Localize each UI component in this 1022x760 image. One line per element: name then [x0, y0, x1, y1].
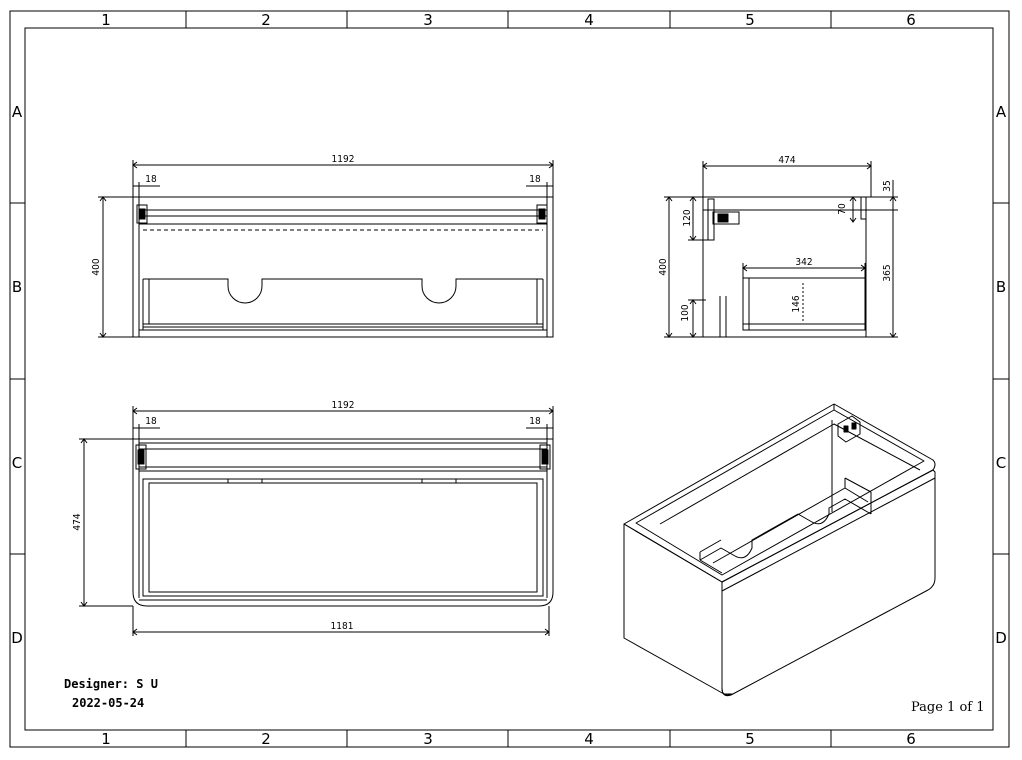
row-labels-left: A B C D [11, 103, 23, 647]
side-overall-height-dim: 400 [658, 258, 669, 275]
front-height-dim: 400 [91, 258, 102, 275]
top-depth-dim: 474 [72, 513, 83, 530]
row-label: D [11, 629, 23, 647]
column-labels-top: 1 2 3 4 5 6 [101, 11, 916, 29]
side-rail-depth-dim: 70 [837, 203, 848, 215]
designer-label: Designer: S U [64, 677, 158, 691]
page-number: Page 1 of 1 [911, 700, 985, 715]
row-label: A [12, 103, 23, 121]
drawing-date: 2022-05-24 [72, 696, 145, 710]
top-width-dim: 1192 [332, 400, 355, 411]
top-left-side-dim: 18 [145, 416, 157, 427]
top-view-dimensions: 1192 18 18 474 1181 [72, 400, 541, 632]
column-label: 5 [745, 730, 755, 748]
side-drawer-height-dim: 146 [791, 295, 802, 312]
row-label: D [995, 629, 1007, 647]
column-label: 4 [584, 730, 594, 748]
column-labels-bottom: 1 2 3 4 5 6 [101, 730, 916, 748]
column-label: 2 [261, 730, 271, 748]
side-view [664, 161, 898, 337]
top-inner-width-dim: 1181 [331, 621, 354, 632]
front-left-side-dim: 18 [145, 174, 157, 185]
side-top-offset-dim: 35 [882, 180, 893, 191]
row-label: C [996, 454, 1006, 472]
column-label: 6 [906, 730, 916, 748]
outer-frame [10, 11, 1009, 747]
top-right-side-dim: 18 [529, 416, 541, 427]
row-labels-right: A B C D [995, 103, 1007, 647]
inner-frame [25, 28, 993, 730]
column-label: 3 [423, 730, 433, 748]
column-label: 1 [101, 730, 111, 748]
column-label: 6 [906, 11, 916, 29]
front-view [98, 160, 553, 337]
front-view-dimensions: 1192 18 18 400 [91, 154, 541, 276]
front-width-dim: 1192 [332, 154, 355, 165]
column-label: 4 [584, 11, 594, 29]
column-label: 5 [745, 11, 755, 29]
row-label: B [12, 278, 22, 296]
side-base-height-dim: 100 [680, 304, 691, 321]
column-label: 3 [423, 11, 433, 29]
row-label: B [996, 278, 1006, 296]
side-view-dimensions: 474 35 120 70 342 146 100 400 365 [658, 155, 893, 322]
side-drawer-depth-dim: 342 [795, 257, 812, 268]
side-right-height-dim: 365 [882, 264, 893, 281]
row-label: A [996, 103, 1007, 121]
side-rail-height-dim: 120 [682, 209, 693, 226]
top-view [79, 406, 553, 636]
row-label: C [12, 454, 22, 472]
isometric-view [624, 404, 935, 696]
column-label: 1 [101, 11, 111, 29]
front-right-side-dim: 18 [529, 174, 541, 185]
column-label: 2 [261, 11, 271, 29]
side-depth-dim: 474 [778, 155, 795, 166]
